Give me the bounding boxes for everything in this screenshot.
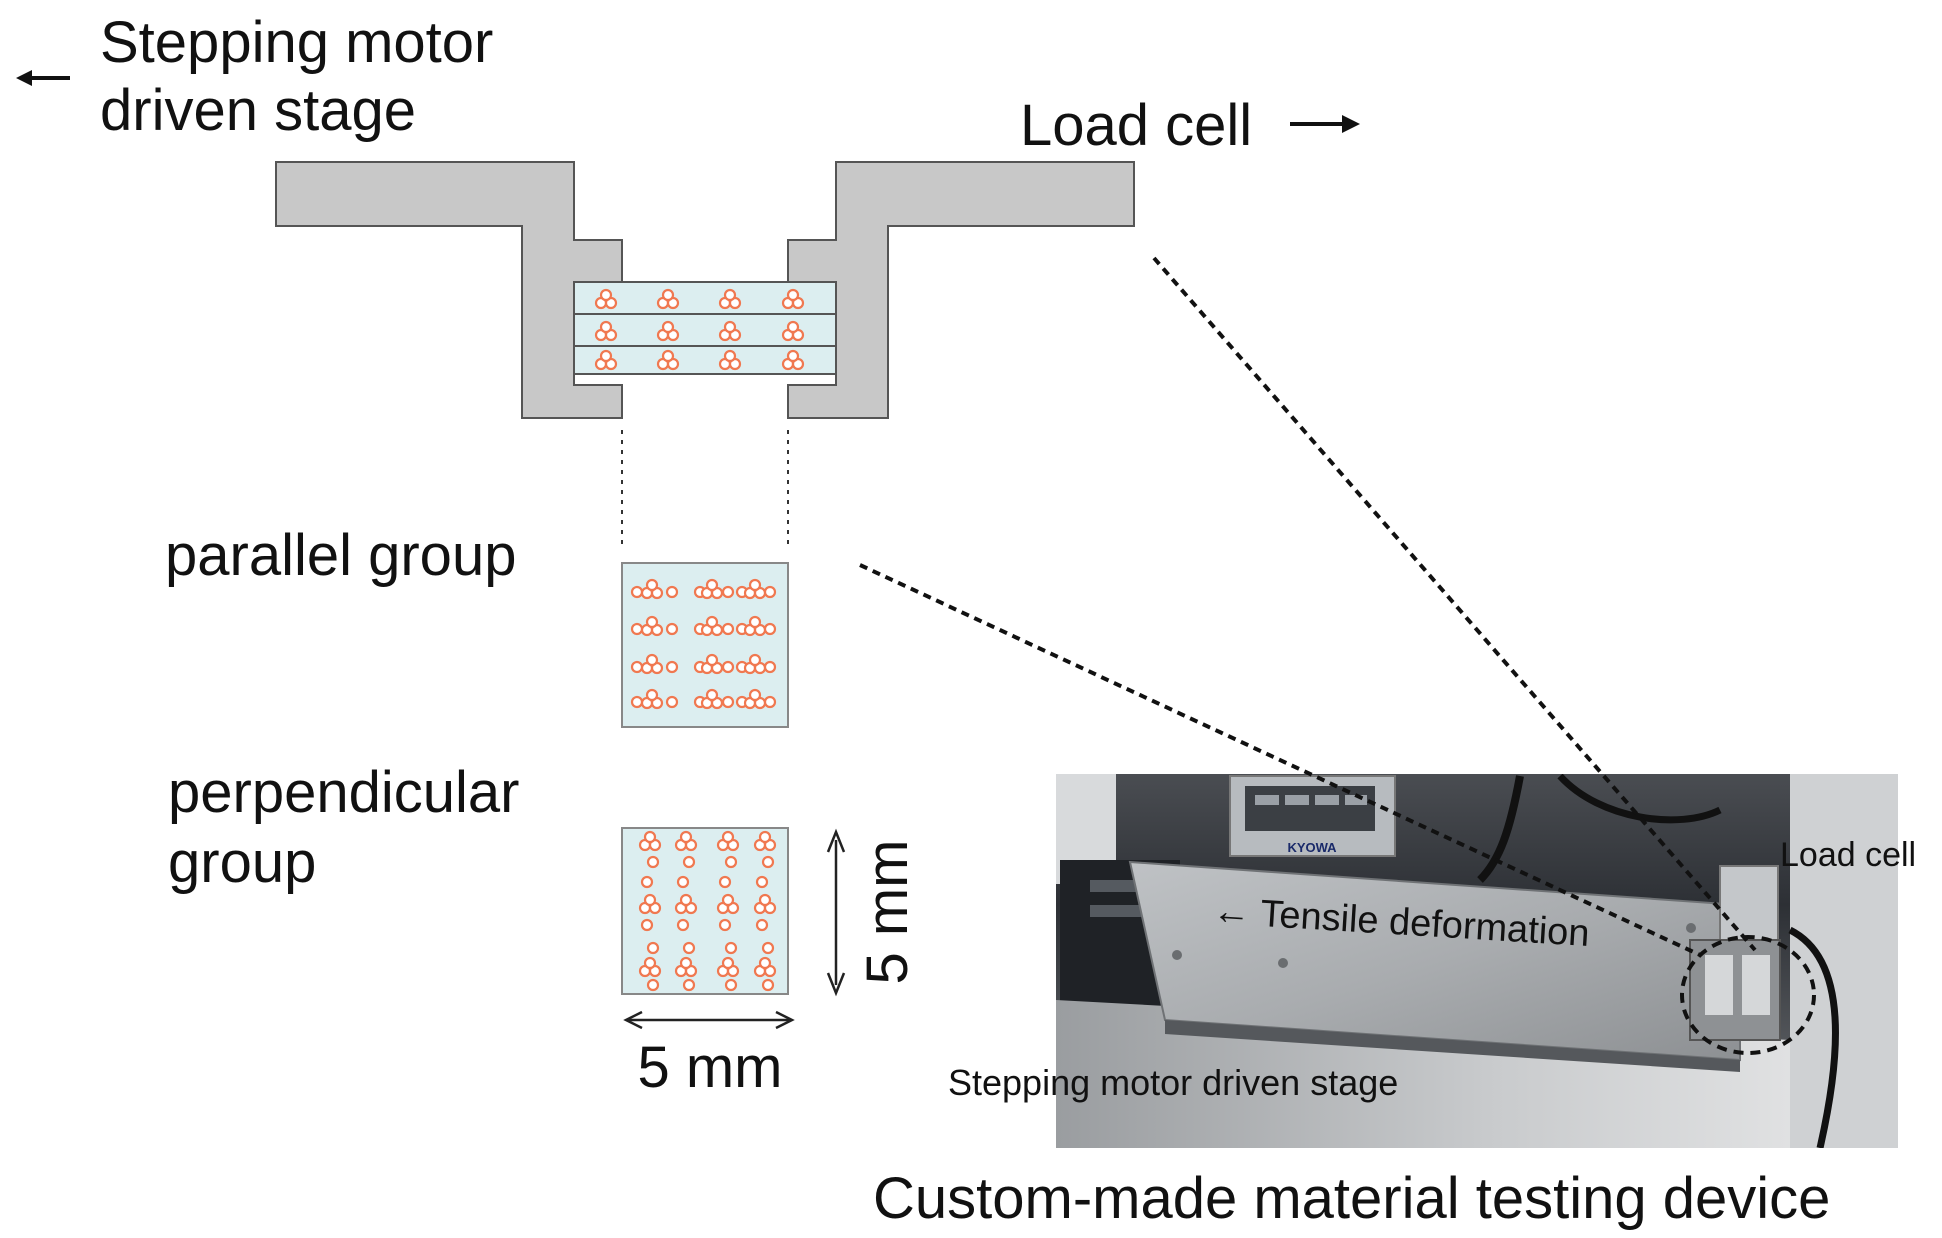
cell-dot	[705, 688, 719, 702]
parallel-group-label: parallel group	[165, 523, 516, 588]
cell-dot	[599, 288, 613, 302]
photo-stage-label: Stepping motor driven stage	[948, 1062, 1398, 1103]
cell-dot	[763, 695, 777, 709]
cell-dot	[630, 585, 644, 599]
perpendicular-group-label-line1: perpendicular	[168, 760, 519, 825]
cell-dot	[645, 578, 659, 592]
left-clamp	[275, 161, 623, 419]
cell-dot	[599, 349, 613, 363]
cell-dot	[761, 978, 775, 992]
cell-dot	[682, 855, 696, 869]
cell-dot	[643, 893, 657, 907]
parallel-sample-cells	[630, 578, 777, 710]
figure-caption: Custom-made material testing device	[873, 1166, 1830, 1231]
cell-dot	[679, 893, 693, 907]
clamp-cell-clusters	[594, 288, 805, 371]
horizontal-dimension: 5 mm	[623, 1010, 795, 1100]
cell-dot	[761, 855, 775, 869]
cell-dot	[676, 918, 690, 932]
cell-dot	[646, 855, 660, 869]
cell-dot	[723, 349, 737, 363]
cell-dot	[755, 918, 769, 932]
cell-dot	[724, 941, 738, 955]
cell-dot	[724, 855, 738, 869]
cell-dot	[645, 615, 659, 629]
cell-dot	[682, 978, 696, 992]
cell-dot	[718, 918, 732, 932]
cell-dot	[755, 875, 769, 889]
cell-dot	[705, 653, 719, 667]
vertical-dimension: 5 mm	[826, 828, 920, 997]
cell-dot	[665, 585, 679, 599]
cell-dot	[661, 349, 675, 363]
stage-label-line2: driven stage	[100, 78, 416, 143]
cell-dot	[721, 695, 735, 709]
cell-dot	[599, 320, 613, 334]
cell-dot	[643, 956, 657, 970]
cell-dot	[665, 622, 679, 636]
photo-brand-text: KYOWA	[1287, 840, 1337, 855]
cell-dot	[705, 578, 719, 592]
cell-dot	[748, 688, 762, 702]
cell-dot	[763, 585, 777, 599]
clamp-schematic	[275, 161, 1135, 419]
cell-dot	[721, 956, 735, 970]
right-clamp	[787, 161, 1135, 419]
cell-dot	[645, 653, 659, 667]
cell-dot	[786, 288, 800, 302]
cell-dot	[679, 956, 693, 970]
cell-dot	[758, 893, 772, 907]
cell-dot	[679, 830, 693, 844]
cell-dot	[763, 660, 777, 674]
cell-dot	[721, 830, 735, 844]
cell-dot	[640, 918, 654, 932]
cell-dot	[640, 875, 654, 889]
device-photo: KYOWA Load cell	[948, 774, 1916, 1148]
cell-dot	[748, 615, 762, 629]
horizontal-dimension-label: 5 mm	[638, 1035, 783, 1100]
cell-dot	[761, 941, 775, 955]
cell-dot	[786, 320, 800, 334]
cell-dot	[661, 320, 675, 334]
perpendicular-group-label-line2: group	[168, 830, 316, 895]
cell-dot	[748, 653, 762, 667]
cell-dot	[661, 288, 675, 302]
photo-clamp-highlight	[1680, 935, 1816, 1055]
load-cell-label-text: Load cell	[1020, 93, 1252, 158]
cell-dot	[630, 695, 644, 709]
cell-dot	[721, 660, 735, 674]
cell-dot	[665, 660, 679, 674]
cell-dot	[630, 622, 644, 636]
cell-dot	[718, 875, 732, 889]
load-cell-label: Load cell	[1020, 93, 1360, 158]
cell-dot	[758, 956, 772, 970]
cell-dot	[665, 695, 679, 709]
leader-line-left	[859, 563, 1701, 957]
cell-dot	[643, 830, 657, 844]
stage-label-line1: Stepping motor	[100, 10, 493, 75]
cell-dot	[724, 978, 738, 992]
cell-dot	[721, 893, 735, 907]
cell-dot	[630, 660, 644, 674]
cell-dot	[723, 288, 737, 302]
cell-dot	[676, 875, 690, 889]
cell-dot	[786, 349, 800, 363]
cell-dot	[682, 941, 696, 955]
cell-dot	[748, 578, 762, 592]
photo-load-cell-label: Load cell	[1780, 836, 1916, 874]
cell-dot	[645, 688, 659, 702]
leader-line-right	[1152, 256, 1757, 952]
perpendicular-sample-cells	[638, 830, 777, 992]
cell-dot	[721, 622, 735, 636]
cell-dot	[758, 830, 772, 844]
stage-label: Stepping motor driven stage	[16, 10, 493, 143]
vertical-dimension-label: 5 mm	[855, 840, 920, 985]
cell-dot	[646, 978, 660, 992]
cell-dot	[705, 615, 719, 629]
cell-dot	[723, 320, 737, 334]
cell-dot	[646, 941, 660, 955]
cell-dot	[763, 622, 777, 636]
cell-dot	[721, 585, 735, 599]
